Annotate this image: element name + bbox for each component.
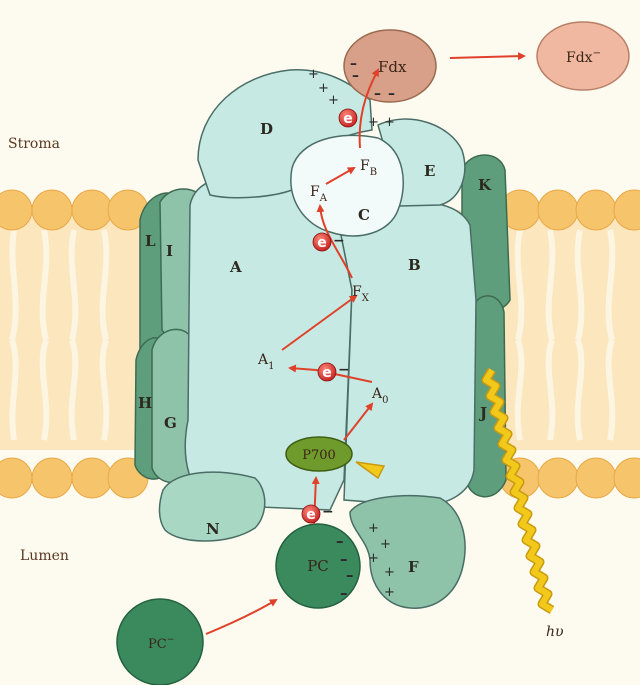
svg-text:−: − <box>322 504 334 520</box>
subunit-a-label: A <box>229 258 242 276</box>
svg-text:–: – <box>340 584 348 602</box>
svg-text:+: + <box>368 551 379 566</box>
svg-text:–: – <box>346 566 354 584</box>
fdx-label: Fdx <box>378 58 407 76</box>
svg-text:−: − <box>338 362 350 378</box>
light-label: hυ <box>546 624 564 640</box>
svg-text:+: + <box>368 115 379 130</box>
p700-label: P700 <box>302 448 336 463</box>
svg-text:e: e <box>306 507 316 523</box>
subunit-n-label: N <box>206 520 220 538</box>
subunit-b-label: B <box>408 256 421 274</box>
svg-text:–: – <box>388 86 395 102</box>
svg-text:e: e <box>317 235 327 251</box>
subunit-j-label: J <box>478 404 487 422</box>
electron-icon: e <box>339 109 357 127</box>
svg-text:–: – <box>352 68 359 84</box>
pc-label: PC <box>307 557 329 575</box>
subunit-f-label: F <box>408 558 419 576</box>
subunit-g-label: G <box>164 414 177 432</box>
svg-text:–: – <box>336 532 344 550</box>
electron-icon: e − <box>313 233 345 251</box>
subunit-b-shape <box>340 202 476 505</box>
svg-text:+: + <box>384 115 395 130</box>
svg-text:+: + <box>308 67 319 82</box>
subunit-l-label: L <box>145 232 156 250</box>
svg-text:+: + <box>380 537 391 552</box>
subunit-c-label: C <box>358 206 370 224</box>
svg-text:+: + <box>384 585 395 600</box>
svg-text:e: e <box>322 365 332 381</box>
subunit-h-label: H <box>138 394 152 412</box>
svg-text:–: – <box>374 86 381 102</box>
subunit-k-label: K <box>478 176 492 194</box>
subunit-i-label: I <box>166 242 173 260</box>
svg-text:+: + <box>384 565 395 580</box>
svg-text:+: + <box>368 521 379 536</box>
lumen-label: Lumen <box>20 548 69 564</box>
subunit-e-label: E <box>424 162 435 180</box>
svg-text:+: + <box>328 93 339 108</box>
subunit-d-label: D <box>260 120 273 138</box>
svg-text:−: − <box>333 233 345 249</box>
stroma-label: Stroma <box>8 136 60 152</box>
svg-text:e: e <box>343 111 353 127</box>
